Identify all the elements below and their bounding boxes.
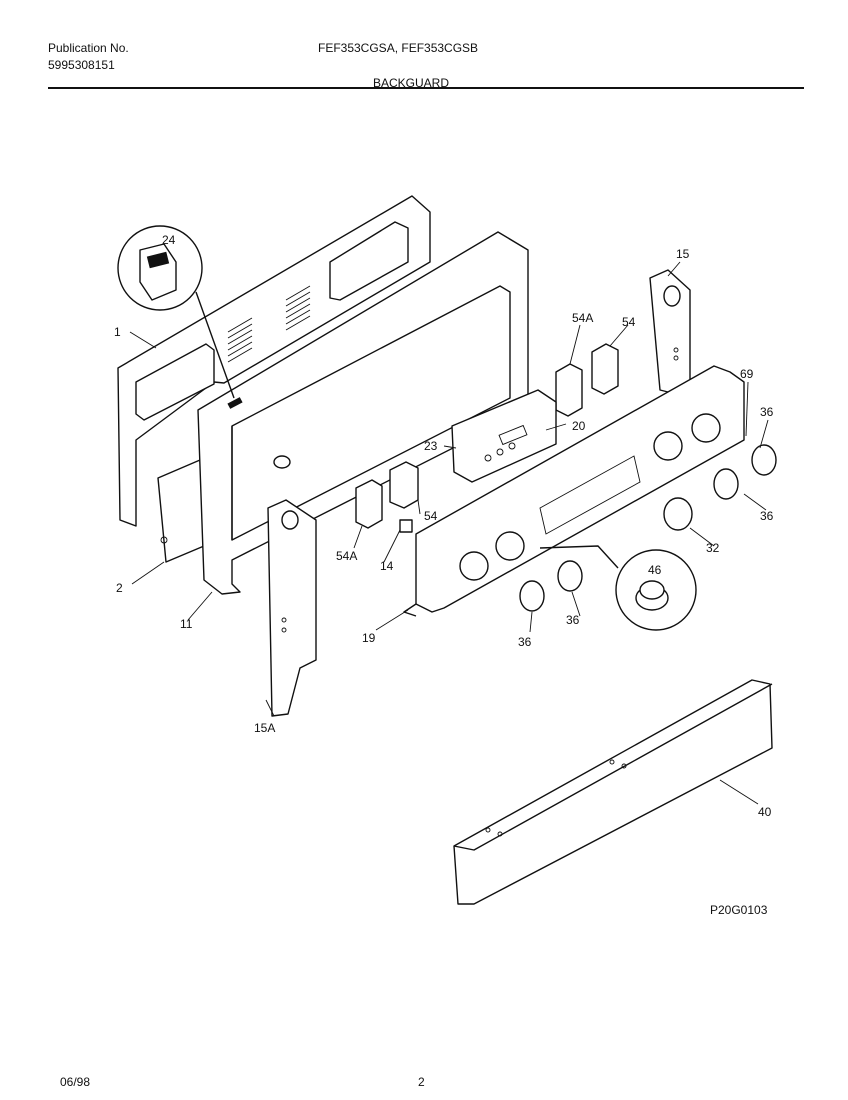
callout-54-upper: 54 — [622, 315, 636, 329]
callout-23: 23 — [424, 439, 438, 453]
publication-label: Publication No. — [48, 41, 129, 55]
control-panel-part — [403, 365, 745, 617]
page-number: 2 — [418, 1075, 425, 1089]
callout-1: 1 — [114, 325, 121, 339]
callout-14: 14 — [380, 559, 394, 573]
callout-19: 19 — [362, 631, 376, 645]
left-end-bracket-part — [267, 499, 317, 717]
callout-20: 20 — [572, 419, 586, 433]
callout-36-upper-right: 36 — [760, 405, 774, 419]
drawing-code: P20G0103 — [710, 903, 768, 917]
callout-2: 2 — [116, 581, 123, 595]
callout-leaders — [129, 261, 769, 805]
callout-24: 24 — [162, 233, 176, 247]
publication-number: 5995308151 — [48, 58, 115, 72]
callout-36-center: 36 — [566, 613, 580, 627]
model-numbers: FEF353CGSA, FEF353CGSB — [318, 41, 479, 55]
knob-insert-detail — [539, 545, 697, 631]
callout-40: 40 — [758, 805, 772, 819]
header-rule — [48, 87, 804, 89]
control-knobs-part — [519, 444, 777, 612]
callout-36-right: 36 — [760, 509, 774, 523]
callout-54-lower: 54 — [424, 509, 438, 523]
section-title: BACKGUARD — [373, 76, 450, 90]
rear-panel-part — [117, 195, 431, 527]
callout-15: 15 — [676, 247, 690, 261]
rocker-switch-detail — [117, 225, 235, 399]
callout-46: 46 — [648, 563, 662, 577]
callout-11: 11 — [180, 617, 193, 631]
clock-board-part — [451, 389, 557, 483]
callout-36-left: 36 — [518, 635, 532, 649]
callout-54a-upper: 54A — [572, 311, 593, 325]
callout-32: 32 — [706, 541, 720, 555]
footer-date: 06/98 — [60, 1075, 91, 1089]
callout-54a-lower: 54A — [336, 549, 357, 563]
rear-bracket-part — [157, 459, 205, 563]
right-end-bracket-part — [649, 269, 691, 393]
callout-15a: 15A — [254, 721, 275, 735]
callout-69: 69 — [740, 367, 754, 381]
trim-part — [453, 679, 773, 905]
